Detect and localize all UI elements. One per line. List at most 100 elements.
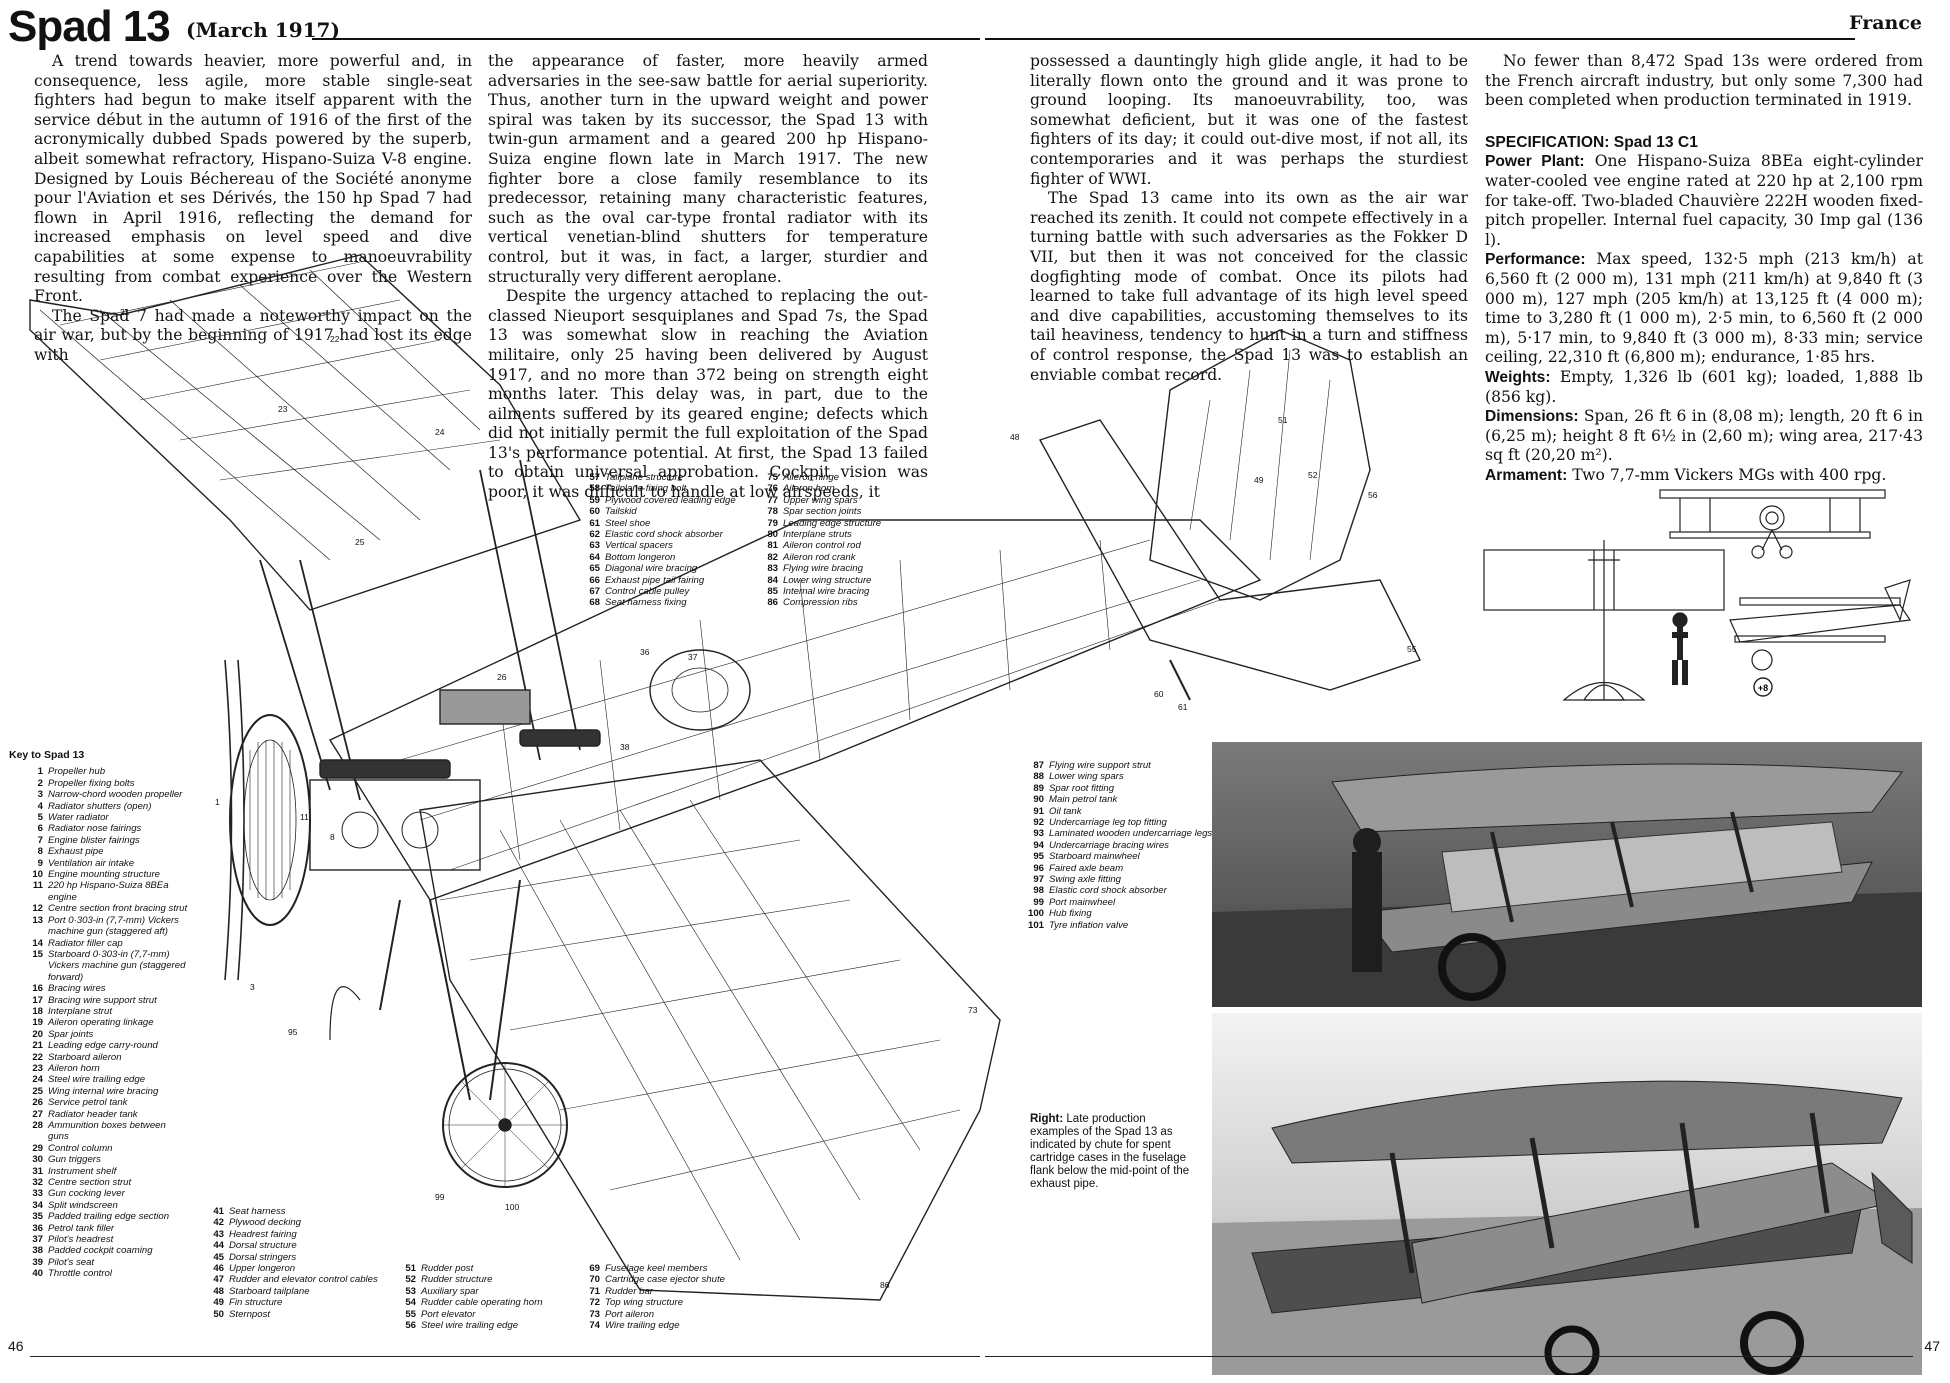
- key-number: 44: [213, 1240, 224, 1252]
- svg-text:48: 48: [1010, 432, 1020, 442]
- key-number: 53: [405, 1285, 416, 1297]
- key-number: 70: [589, 1274, 600, 1286]
- key-number: 73: [589, 1308, 600, 1320]
- key-number: 20: [32, 1028, 43, 1040]
- header-rule-right: [985, 38, 1855, 40]
- key-number: 57: [589, 472, 600, 483]
- key-label: Starboard 0·303-in (7,7-mm) Vickers mach…: [48, 948, 186, 983]
- key-number: 90: [1033, 794, 1044, 806]
- key-number: 98: [1033, 885, 1044, 897]
- key-number: 7: [37, 834, 43, 846]
- key-number: 12: [32, 903, 43, 915]
- specification-column: No fewer than 8,472 Spad 13s were ordere…: [1485, 52, 1923, 485]
- key-number: 67: [589, 586, 600, 598]
- side-view-fuselage: [1729, 604, 1912, 643]
- engine-block: [309, 779, 481, 871]
- key-number: 15: [32, 948, 43, 960]
- key-number: 76: [767, 483, 778, 495]
- key-label: 220 hp Hispano-Suiza 8BEa engine: [48, 880, 169, 903]
- svg-text:73: 73: [968, 1005, 978, 1015]
- key-label: Aileron horn: [48, 1062, 100, 1074]
- page-number-left: 46: [8, 1338, 24, 1354]
- key-label: Plywood covered leading edge: [605, 494, 736, 506]
- key-label: Steel wire trailing edge: [421, 1320, 519, 1332]
- key-number: 34: [32, 1199, 43, 1211]
- key-title: Key to Spad 13: [9, 749, 85, 761]
- key-label: Leading edge structure: [783, 517, 882, 529]
- key-label: Port 0·303-in (7,7-mm) Vickers machine g…: [48, 914, 179, 938]
- key-label: Main petrol tank: [1049, 794, 1118, 806]
- key-number: 35: [32, 1211, 43, 1223]
- upper-wing-outline: [29, 254, 582, 611]
- key-label: Aileron rod crank: [783, 551, 856, 563]
- key-label: Lower wing structure: [783, 574, 872, 586]
- key-label: Flying wire bracing: [783, 563, 863, 575]
- key-label: Aileron horn: [783, 483, 835, 495]
- key-label: Faired axle beam: [1049, 862, 1124, 874]
- scale-badge: +8: [1758, 683, 1768, 693]
- key-label: Internal wire bracing: [783, 586, 870, 598]
- key-label: Seat harness: [229, 1206, 286, 1217]
- key-item: 76 Aileron horn: [744, 483, 924, 494]
- key-number: 41: [213, 1206, 224, 1217]
- key-label: Centre section strut: [48, 1177, 132, 1189]
- key-number: 75: [767, 472, 778, 483]
- key-label: Top wing structure: [605, 1297, 684, 1309]
- key-number: 65: [589, 563, 600, 575]
- key-label: Centre section front bracing strut: [48, 903, 188, 915]
- key-label: Rudder bar: [605, 1285, 653, 1297]
- paragraph: Despite the urgency attached to replacin…: [488, 287, 928, 502]
- key-number: 93: [1033, 828, 1044, 840]
- key-label: Radiator filler cap: [48, 937, 123, 949]
- key-label: Elastic cord shock absorber: [605, 529, 723, 541]
- key-number: 55: [405, 1308, 416, 1320]
- svg-text:25: 25: [355, 537, 365, 547]
- key-label: Ammunition boxes between guns: [48, 1120, 166, 1143]
- key-label: Dorsal structure: [229, 1240, 297, 1252]
- svg-text:51: 51: [1278, 415, 1288, 425]
- key-number: 17: [32, 994, 43, 1006]
- page-number-right: 47: [1924, 1338, 1940, 1354]
- key-number: 16: [32, 983, 43, 995]
- key-number: 66: [589, 574, 600, 586]
- key-label: Upper wing spars: [783, 494, 858, 506]
- key-number: 61: [589, 517, 600, 529]
- country-label: France: [1849, 12, 1922, 34]
- key-label: Oil tank: [1049, 805, 1082, 817]
- paragraph: the appearance of faster, more heavily a…: [488, 52, 928, 286]
- key-label: Padded trailing edge section: [48, 1211, 170, 1223]
- key-label: Ventilation air intake: [48, 857, 135, 869]
- key-number: 91: [1033, 805, 1044, 817]
- key-label: Padded cockpit coaming: [48, 1245, 153, 1257]
- key-label: Radiator nose fairings: [48, 823, 142, 835]
- key-number: 50: [213, 1308, 224, 1320]
- key-label: Bottom longeron: [605, 551, 676, 563]
- footer-rule-right: [985, 1356, 1913, 1357]
- svg-text:38: 38: [620, 742, 630, 752]
- front-view-upper-wing: [1659, 489, 1886, 499]
- key-label: Swing axle fitting: [1049, 874, 1121, 886]
- key-label: Undercarriage leg top fitting: [1049, 817, 1167, 829]
- key-label: Instrument shelf: [48, 1165, 117, 1177]
